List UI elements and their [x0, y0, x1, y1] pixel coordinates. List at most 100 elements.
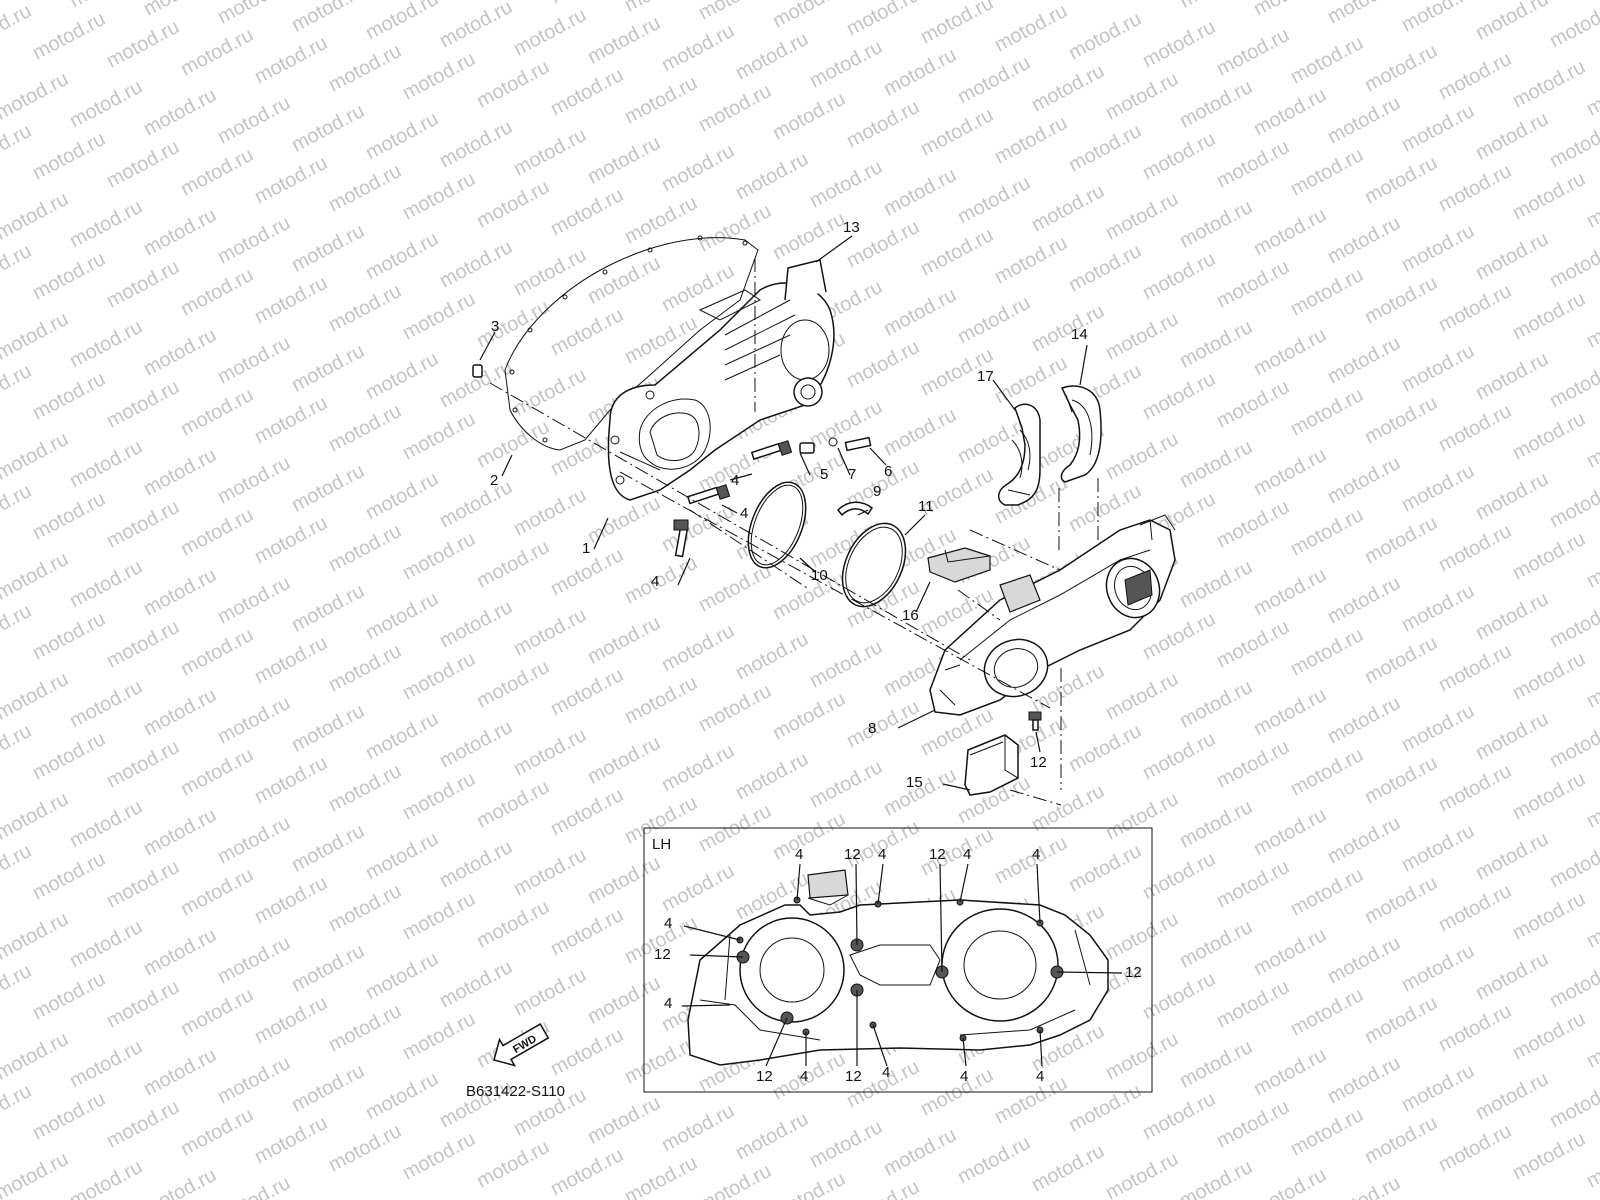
watermark-text: motod.ru: [1287, 264, 1367, 320]
watermark-text: motod.ru: [436, 476, 516, 532]
watermark-text: motod.ru: [1028, 180, 1108, 236]
watermark-text: motod.ru: [288, 820, 368, 876]
watermark-text: motod.ru: [1324, 812, 1404, 868]
watermark-text: motod.ru: [1361, 392, 1441, 448]
watermark-text: motod.ru: [1102, 188, 1182, 244]
bolt-12: [1028, 711, 1042, 731]
watermark-text: motod.ru: [66, 196, 146, 252]
watermark-text: motod.ru: [0, 1028, 72, 1084]
watermark-text: motod.ru: [214, 692, 294, 748]
watermark-text: motod.ru: [584, 732, 664, 788]
watermark-text: motod.ru: [547, 1024, 627, 1080]
watermark-text: motod.ru: [1361, 992, 1441, 1048]
watermark-text: motod.ru: [1361, 40, 1441, 96]
watermark-text: motod.ru: [1324, 332, 1404, 388]
watermark-text: motod.ru: [991, 352, 1071, 408]
watermark-text: motod.ru: [1065, 8, 1145, 64]
watermark-text: motod.ru: [1213, 496, 1293, 552]
watermark-text: motod.ru: [0, 188, 72, 244]
watermark-text: motod.ru: [1324, 0, 1404, 28]
watermark-text: motod.ru: [1472, 1068, 1552, 1124]
inset-callout-b5: 4: [960, 1068, 968, 1085]
watermark-text: motod.ru: [1176, 916, 1256, 972]
watermark-text: motod.ru: [991, 232, 1071, 288]
watermark-text: motod.ru: [880, 764, 960, 820]
watermark-text: motod.ru: [621, 1152, 701, 1200]
watermark-text: motod.ru: [1213, 256, 1293, 312]
watermark-text: motod.ru: [1472, 588, 1552, 644]
watermark-text: motod.ru: [436, 836, 516, 892]
watermark-text: motod.ru: [29, 1088, 109, 1144]
lh-inset: LH: [643, 827, 1153, 1093]
bolt-4-b: [686, 484, 731, 505]
watermark-text: motod.ru: [103, 976, 183, 1032]
watermark-text: motod.ru: [1435, 400, 1515, 456]
watermark-text: motod.ru: [1102, 908, 1182, 964]
watermark-text: motod.ru: [103, 736, 183, 792]
watermark-text: motod.ru: [1509, 528, 1589, 584]
watermark-text: motod.ru: [1435, 640, 1515, 696]
watermark-text: motod.ru: [1398, 220, 1478, 276]
watermark-text: motod.ru: [214, 92, 294, 148]
watermark-text: motod.ru: [0, 788, 72, 844]
watermark-text: motod.ru: [806, 36, 886, 92]
watermark-text: motod.ru: [1472, 108, 1552, 164]
inset-label: LH: [652, 836, 671, 853]
watermark-text: motod.ru: [806, 156, 886, 212]
watermark-text: motod.ru: [362, 468, 442, 524]
watermark-text: motod.ru: [473, 296, 553, 352]
watermark-text: motod.ru: [0, 668, 72, 724]
watermark-text: motod.ru: [436, 0, 516, 52]
callout-17: 17: [977, 368, 994, 385]
callout-12: 12: [1030, 754, 1047, 771]
bolt-4-c: [673, 519, 689, 558]
watermark-text: motod.ru: [473, 656, 553, 712]
watermark-text: motod.ru: [658, 140, 738, 196]
o-ring-10: [747, 481, 807, 569]
watermark-text: motod.ru: [732, 628, 812, 684]
watermark-text: motod.ru: [1250, 804, 1330, 860]
watermark-text: motod.ru: [1546, 116, 1600, 172]
watermark-text: motod.ru: [1028, 1140, 1108, 1196]
watermark-text: motod.ru: [1287, 1104, 1367, 1160]
watermark-text: motod.ru: [547, 64, 627, 120]
watermark-text: motod.ru: [399, 48, 479, 104]
watermark-text: motod.ru: [1435, 880, 1515, 936]
watermark-text: motod.ru: [1361, 512, 1441, 568]
callout-13: 13: [843, 219, 860, 236]
watermark-text: motod.ru: [399, 408, 479, 464]
watermark-text: motod.ru: [843, 1176, 923, 1200]
inset-callout-r1: 12: [1125, 964, 1142, 981]
watermark-text: motod.ru: [0, 548, 72, 604]
watermark-text: motod.ru: [288, 100, 368, 156]
watermark-text: motod.ru: [547, 664, 627, 720]
watermark-text: motod.ru: [1509, 168, 1589, 224]
watermark-text: motod.ru: [1361, 272, 1441, 328]
watermark-text: motod.ru: [880, 44, 960, 100]
dowel-pin-3: [472, 364, 483, 378]
watermark-text: motod.ru: [29, 8, 109, 64]
watermark-text: motod.ru: [1176, 436, 1256, 492]
watermark-text: motod.ru: [510, 844, 590, 900]
watermark-text: motod.ru: [362, 108, 442, 164]
watermark-text: motod.ru: [1065, 1080, 1145, 1136]
watermark-text: motod.ru: [1324, 692, 1404, 748]
watermark-text: motod.ru: [1213, 24, 1293, 80]
watermark-text: motod.ru: [1139, 608, 1219, 664]
watermark-text: motod.ru: [954, 172, 1034, 228]
clamp-9: [836, 501, 874, 517]
watermark-text: motod.ru: [658, 620, 738, 676]
watermark-text: motod.ru: [325, 160, 405, 216]
watermark-text: motod.ru: [843, 336, 923, 392]
watermark-text: motod.ru: [288, 460, 368, 516]
watermark-text: motod.ru: [362, 1068, 442, 1124]
watermark-text: motod.ru: [103, 16, 183, 72]
watermark-text: motod.ru: [1472, 948, 1552, 1004]
watermark-text: motod.ru: [695, 200, 775, 256]
inset-callout-t4: 12: [929, 846, 946, 863]
watermark-text: motod.ru: [843, 0, 923, 40]
watermark-text: motod.ru: [103, 1096, 183, 1152]
watermark-text: motod.ru: [1398, 700, 1478, 756]
watermark-text: motod.ru: [584, 492, 664, 548]
watermark-text: motod.ru: [288, 580, 368, 636]
